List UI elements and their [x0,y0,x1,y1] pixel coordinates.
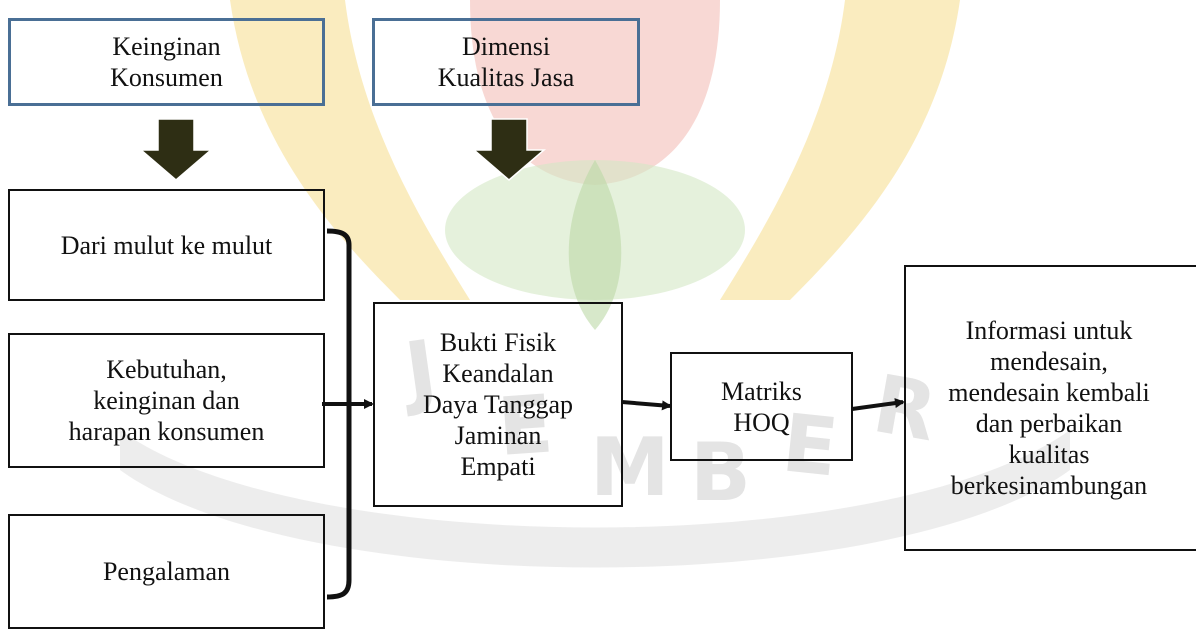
node-text-line: Informasi untuk [965,316,1133,345]
block-arrow-down-icon [471,118,547,181]
node-text-line: dan perbaikan [975,409,1123,438]
node-text-line: Konsumen [110,63,223,92]
watermark-emblem-icon [120,0,1070,568]
watermark-letter: E [778,396,842,494]
node-text-line: Jaminan [454,421,542,450]
node-text-line: harapan konsumen [68,417,265,446]
node-informasi: Informasi untuk mendesain, mendesain kem… [904,265,1196,551]
node-dimensi-kualitas-jasa: Dimensi Kualitas Jasa [372,18,640,106]
node-text-line: kualitas [1008,440,1090,469]
watermark-letter: B [690,426,751,519]
node-text-line: mendesain kembali [948,378,1150,407]
node-matriks-hoq: Matriks HOQ [670,352,853,461]
node-text-line: keinginan dan [93,386,240,415]
node-text-line: Daya Tanggap [422,390,574,419]
node-text-line: Bukti Fisik [439,328,557,357]
node-text-line: Pengalaman [102,557,231,586]
watermark-letter: E [495,377,556,474]
node-text-line: HOQ [733,407,790,437]
arrow-to-matriks [621,400,672,411]
node-text-line: Matriks [721,376,802,406]
block-arrow-down-icon [138,118,214,181]
node-keinginan-konsumen: Keinginan Konsumen [8,18,325,106]
node-dari-mulut-ke-mulut: Dari mulut ke mulut [8,189,325,301]
node-text-line: Kualitas Jasa [437,63,575,92]
node-kebutuhan-konsumen: Kebutuhan, keinginan dan harapan konsume… [8,333,325,468]
node-text-line: Keinginan [112,32,221,61]
bracket-connector [326,228,352,600]
node-pengalaman: Pengalaman [8,514,325,629]
node-text-line: mendesain, [990,347,1108,376]
watermark-letter: M [590,421,670,514]
node-text-line: Kebutuhan, [106,355,227,384]
node-text-line: Keandalan [442,359,554,388]
node-text-line: Empati [460,452,536,481]
node-text-line: Dimensi [461,32,551,61]
arrow-to-informasi [851,398,905,411]
node-text-line: berkesinambungan [950,471,1148,500]
node-dimensi-list: Bukti Fisik Keandalan Daya Tanggap Jamin… [373,302,623,507]
node-text-line: Dari mulut ke mulut [60,230,273,260]
